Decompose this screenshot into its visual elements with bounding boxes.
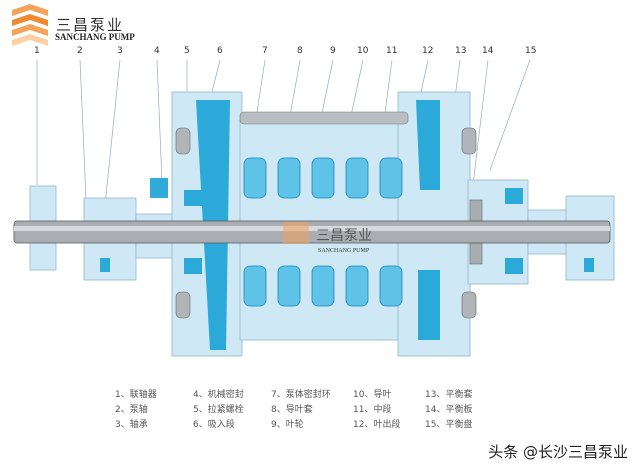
legend-item: 13、平衡套 [425, 390, 473, 400]
callout-5: 5 [184, 46, 190, 56]
watermark-text-en: SANCHANG PUMP [318, 248, 370, 254]
callout-10: 10 [357, 46, 369, 56]
legend-item: 2、泵轴 [115, 405, 148, 415]
parts-legend: 1、联轴器 2、泵轴 3、轴承 4、机械密封 5、拉紧螺栓 6、吸入段 7、泵体… [115, 387, 495, 432]
watermark-text: 三昌泵业 [316, 228, 372, 244]
tie-rod [239, 111, 409, 125]
source-credit: 头条 @长沙三昌泵业 [488, 443, 628, 461]
callout-7: 7 [262, 46, 268, 56]
legend-item: 10、导叶 [353, 390, 392, 400]
legend-item: 15、平衡盘 [425, 420, 473, 430]
pump-shaft [13, 220, 611, 244]
legend-item: 14、平衡板 [425, 405, 473, 415]
sanchang-logo-icon [12, 4, 48, 46]
callout-3: 3 [117, 46, 123, 56]
legend-item: 11、中段 [353, 405, 392, 415]
legend-item: 1、联轴器 [115, 390, 157, 400]
brand-name-cn: 三昌泵业 [56, 16, 125, 34]
callout-15: 15 [525, 46, 537, 56]
legend-item: 8、导叶套 [271, 405, 313, 415]
legend-item: 4、机械密封 [193, 390, 244, 400]
callout-8: 8 [297, 46, 303, 56]
pump-cross-section: 三昌泵业 SANCHANG PUMP [13, 59, 615, 357]
watermark [283, 222, 309, 244]
impellers [243, 157, 403, 307]
callout-2: 2 [77, 46, 83, 56]
legend-item: 12、叶出段 [353, 420, 401, 430]
bolt-heads [175, 127, 477, 319]
legend-item: 9、叶轮 [271, 420, 304, 430]
callout-6: 6 [217, 46, 223, 56]
legend-item: 7、泵体密封环 [271, 390, 331, 400]
legend-item: 6、吸入段 [193, 420, 235, 430]
callout-9: 9 [330, 46, 336, 56]
legend-item: 3、轴承 [115, 420, 148, 430]
callout-12: 12 [422, 46, 434, 56]
callout-11: 11 [386, 46, 398, 56]
callout-13: 13 [455, 46, 467, 56]
callout-14: 14 [482, 46, 494, 56]
legend-item: 5、拉紧螺栓 [193, 405, 244, 415]
callout-4: 4 [154, 46, 160, 56]
callout-1: 1 [34, 46, 40, 56]
brand-name-en: SANCHANG PUMP [55, 32, 135, 42]
